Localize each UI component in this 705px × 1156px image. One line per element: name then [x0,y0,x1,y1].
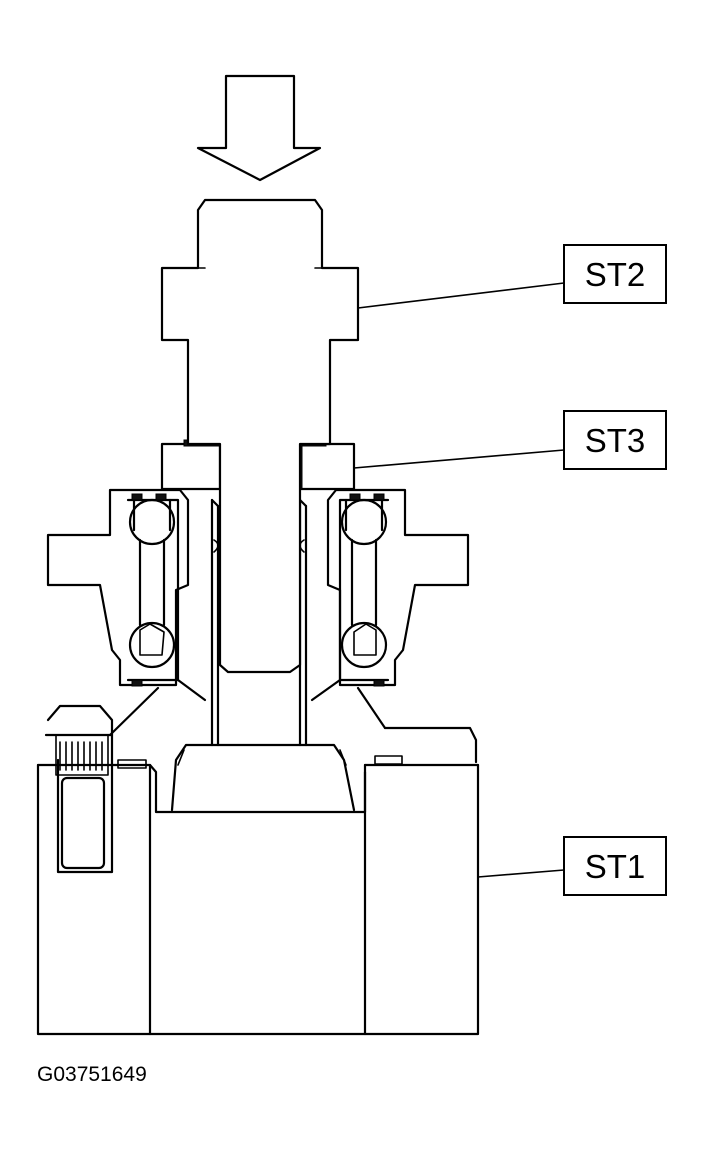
st3-leader-line [353,449,565,469]
st1-label: ST1 [585,848,646,885]
st2-label: ST2 [585,256,646,293]
st1-leader-line [477,869,565,878]
st1-base-tool [36,704,480,1036]
down-arrow-icon [196,74,322,182]
st3-label: ST3 [585,422,646,459]
st2-callout: ST2 [563,244,667,304]
st2-leader-line [357,282,565,309]
st2-press-tool [160,198,360,674]
st1-callout: ST1 [563,836,667,896]
figure-code: G03751649 [37,1063,147,1086]
bearing-housing-right [310,488,470,730]
st3-callout: ST3 [563,410,667,470]
bearing-housing-left [46,488,207,737]
